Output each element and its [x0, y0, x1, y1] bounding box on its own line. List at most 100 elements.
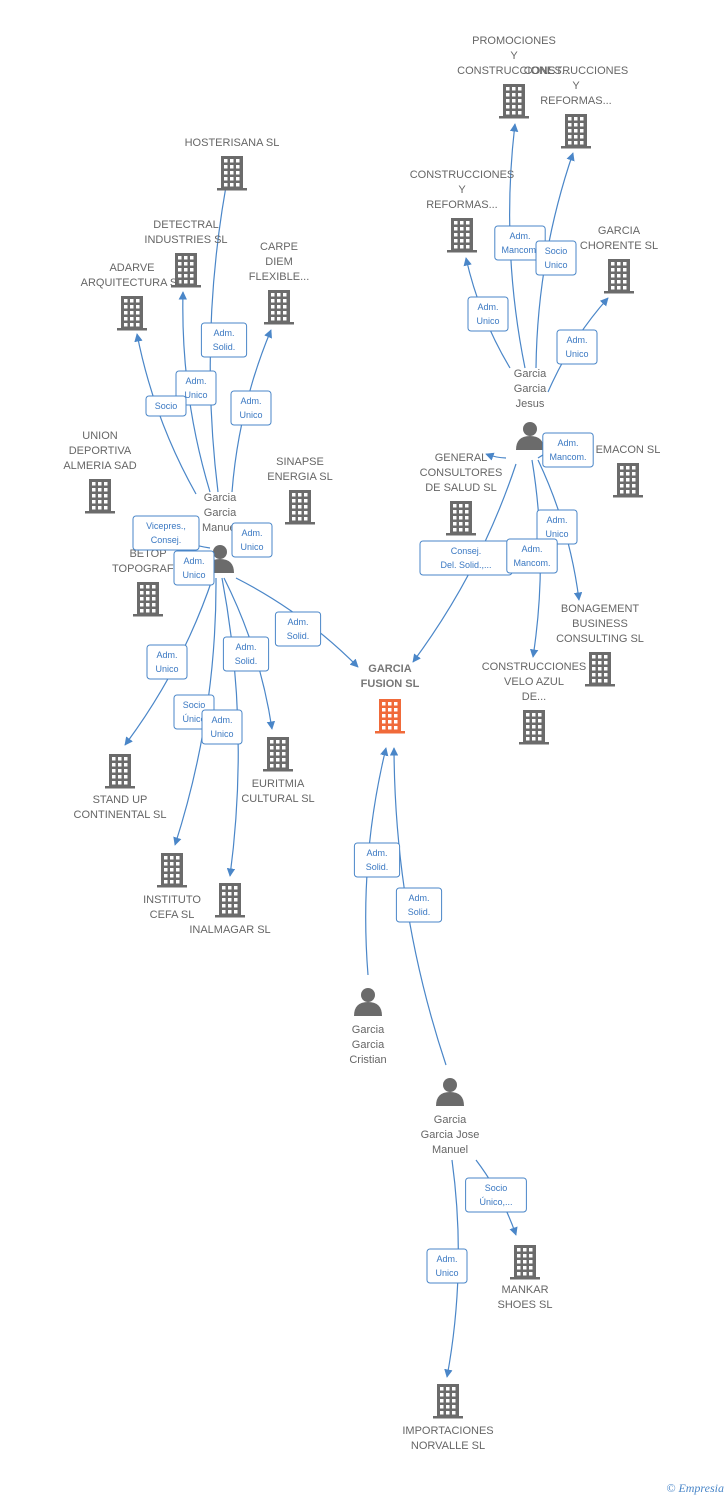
role-badge-text: Adm. — [185, 376, 206, 386]
node-label: CONSTRUCCIONES — [524, 65, 629, 77]
role-badge[interactable]: Adm.Solid. — [395, 887, 443, 923]
role-badge[interactable]: Adm.Solid. — [222, 636, 270, 672]
role-badge-text: Unico — [182, 570, 205, 580]
role-badge-text: Solid. — [408, 907, 431, 917]
node-label: Garcia — [204, 507, 237, 519]
node-label: REFORMAS... — [540, 95, 612, 107]
role-badge[interactable]: Vicepres.,Consej. — [132, 515, 200, 551]
node-label: INDUSTRIES SL — [144, 234, 227, 246]
node-label: DE SALUD SL — [425, 482, 497, 494]
building-icon — [613, 463, 643, 498]
node-label: IMPORTACIONES — [402, 1425, 493, 1437]
role-badge-text: Solid. — [213, 342, 236, 352]
node-label: Garcia — [514, 368, 547, 380]
role-badge[interactable]: Adm. Unico — [173, 550, 215, 586]
node-label: Jesus — [516, 398, 545, 410]
node-construcciones_ref2[interactable]: CONSTRUCCIONESYREFORMAS... — [410, 169, 515, 253]
node-promociones[interactable]: PROMOCIONESYCONSTRUCCIONES... — [457, 35, 571, 119]
node-label: INALMAGAR SL — [189, 924, 270, 936]
building-icon — [499, 84, 529, 119]
role-badge-text: Unico — [544, 260, 567, 270]
node-label: BONAGEMENT — [561, 603, 640, 615]
role-badge-text: Adm. — [235, 642, 256, 652]
role-badge[interactable]: Adm. Mancom. — [506, 538, 558, 574]
node-label: GENERAL — [435, 452, 488, 464]
role-badge[interactable]: Adm.Unico — [146, 644, 188, 680]
building-icon — [133, 582, 163, 617]
node-label: ENERGIA SL — [267, 471, 332, 483]
node-inalmagar[interactable]: INALMAGAR SL — [189, 883, 271, 936]
node-label: GARCIA — [368, 663, 411, 675]
role-badge-text: Unico — [210, 729, 233, 739]
badges-layer: Adm.Solid.Adm.UnicoAdm.UnicoSocioAdm.Uni… — [132, 225, 598, 1284]
node-label: STAND UP — [93, 794, 148, 806]
role-badge[interactable]: Adm.Unico — [175, 370, 217, 406]
role-badge[interactable]: Adm.Unico — [426, 1248, 468, 1284]
node-hosterisana[interactable]: HOSTERISANA SL — [185, 137, 280, 191]
node-label: CEFA SL — [150, 909, 195, 921]
role-badge-text: Adm. — [183, 556, 204, 566]
role-badge[interactable]: SocioÚnico,... — [465, 1177, 527, 1213]
role-badge[interactable]: Consej.Del. Solid.,... — [419, 540, 513, 576]
node-carpe[interactable]: CARPEDIEMFLEXIBLE... — [249, 241, 310, 325]
footer-brand[interactable]: © Empresia — [666, 1481, 724, 1496]
role-badge-text: Solid. — [287, 631, 310, 641]
node-label: Garcia — [434, 1114, 467, 1126]
node-label: CONSTRUCCIONES — [482, 661, 587, 673]
role-badge[interactable]: Adm.Unico — [230, 390, 272, 426]
role-badge[interactable]: Adm.Solid. — [274, 611, 322, 647]
role-badge[interactable]: Adm.Mancom. — [542, 432, 594, 468]
role-badge-text: Único,... — [479, 1197, 512, 1207]
role-badge[interactable]: Adm.Unico — [556, 329, 598, 365]
role-badge-text: Adm. — [509, 231, 530, 241]
building-icon — [604, 259, 634, 294]
role-badge-text: Unico — [565, 349, 588, 359]
role-badge-text: Socio — [155, 401, 178, 411]
node-label: CONSULTORES — [420, 467, 503, 479]
role-badge-text: Solid. — [366, 862, 389, 872]
building-icon — [510, 1245, 540, 1280]
role-badge[interactable]: Adm. Solid. — [200, 322, 248, 358]
node-consultores[interactable]: GENERAL CONSULTORES DE SALUD SL — [420, 452, 503, 536]
node-label: BUSINESS — [572, 618, 628, 630]
node-emacon[interactable]: EMACON SL — [596, 444, 661, 498]
role-badge[interactable]: Adm.Solid. — [353, 842, 401, 878]
role-badge-text: Adm. — [213, 328, 234, 338]
node-sinapse[interactable]: SINAPSE ENERGIA SL — [267, 456, 333, 525]
building-icon — [117, 296, 147, 331]
building-icon — [105, 754, 135, 789]
node-construcciones_ref1[interactable]: CONSTRUCCIONESYREFORMAS... — [524, 65, 629, 149]
role-badge[interactable]: Socio — [145, 395, 187, 417]
building-icon — [446, 501, 476, 536]
node-label: SINAPSE — [276, 456, 324, 468]
node-label: MANKAR — [501, 1284, 548, 1296]
role-badge[interactable]: Adm.Mancom. — [494, 225, 546, 261]
node-label: HOSTERISANA SL — [185, 137, 280, 149]
role-badge-text: Adm. — [477, 302, 498, 312]
role-badge[interactable]: Adm.Unico — [231, 522, 273, 558]
role-badge-text: Consej. — [151, 535, 182, 545]
role-badge[interactable]: Adm.Unico — [201, 709, 243, 745]
role-badge-text: Mancom. — [513, 558, 550, 568]
role-badge-text: Adm. — [521, 544, 542, 554]
role-badge-text: Adm. — [546, 515, 567, 525]
role-badge[interactable]: Adm.Unico — [467, 296, 509, 332]
